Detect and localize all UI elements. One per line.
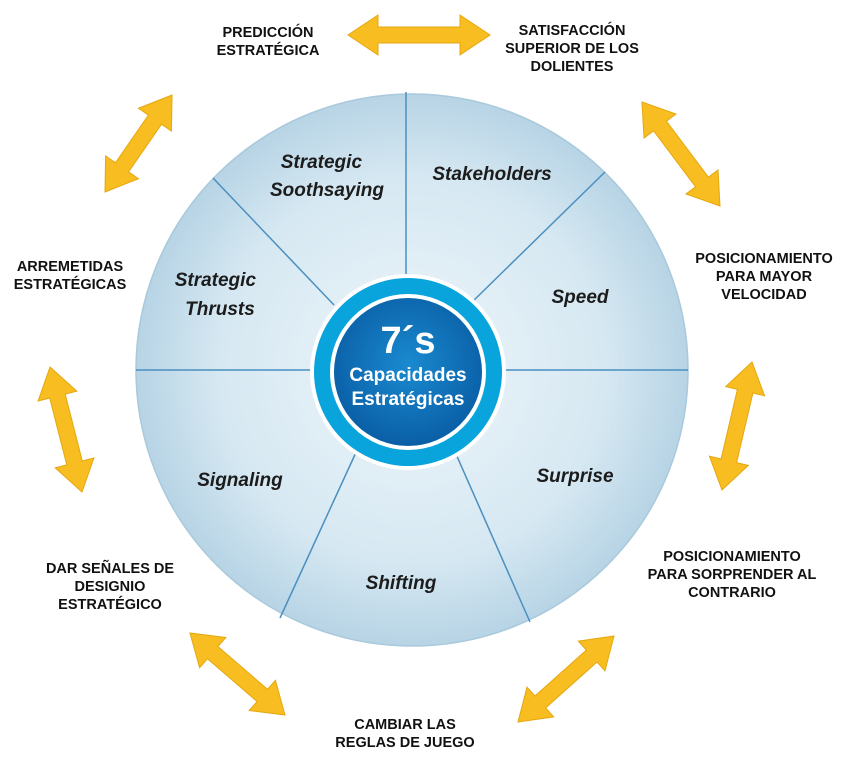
center-subtitle-2: Estratégicas bbox=[351, 389, 464, 410]
segment-speed: Speed bbox=[551, 287, 608, 308]
center-core bbox=[334, 298, 482, 446]
segment-labels: Strategic Soothsaying Stakeholders Speed… bbox=[175, 152, 614, 594]
center-subtitle-1: Capacidades bbox=[349, 365, 466, 386]
double-arrow-icon-1 bbox=[347, 14, 491, 56]
wheel-divider-2 bbox=[468, 171, 606, 306]
center-title: 7´s bbox=[381, 320, 436, 362]
wheel-divider-4 bbox=[451, 444, 531, 623]
double-arrow-icon-3 bbox=[708, 361, 766, 491]
segment-thrusts: Strategic Thrusts bbox=[175, 270, 262, 320]
segment-signaling: Signaling bbox=[197, 470, 283, 491]
wheel-divider-7 bbox=[212, 177, 335, 306]
segment-stakeholders: Stakeholders bbox=[432, 164, 551, 185]
wheel-dividers bbox=[136, 92, 688, 623]
center-hub: 7´s Capacidades Estratégicas bbox=[310, 274, 506, 470]
segment-surprise: Surprise bbox=[536, 466, 614, 487]
double-arrow-icon-2 bbox=[641, 101, 721, 207]
double-arrow-icon-6 bbox=[104, 94, 173, 193]
double-arrow-icon-7 bbox=[37, 366, 95, 493]
wheel-divider-5 bbox=[279, 447, 359, 619]
outer-arrows bbox=[37, 14, 766, 723]
segment-soothsaying: Strategic Soothsaying bbox=[270, 152, 384, 201]
double-arrow-icon-4 bbox=[517, 635, 615, 723]
segment-shifting: Shifting bbox=[366, 573, 437, 594]
double-arrow-icon-5 bbox=[189, 632, 286, 716]
